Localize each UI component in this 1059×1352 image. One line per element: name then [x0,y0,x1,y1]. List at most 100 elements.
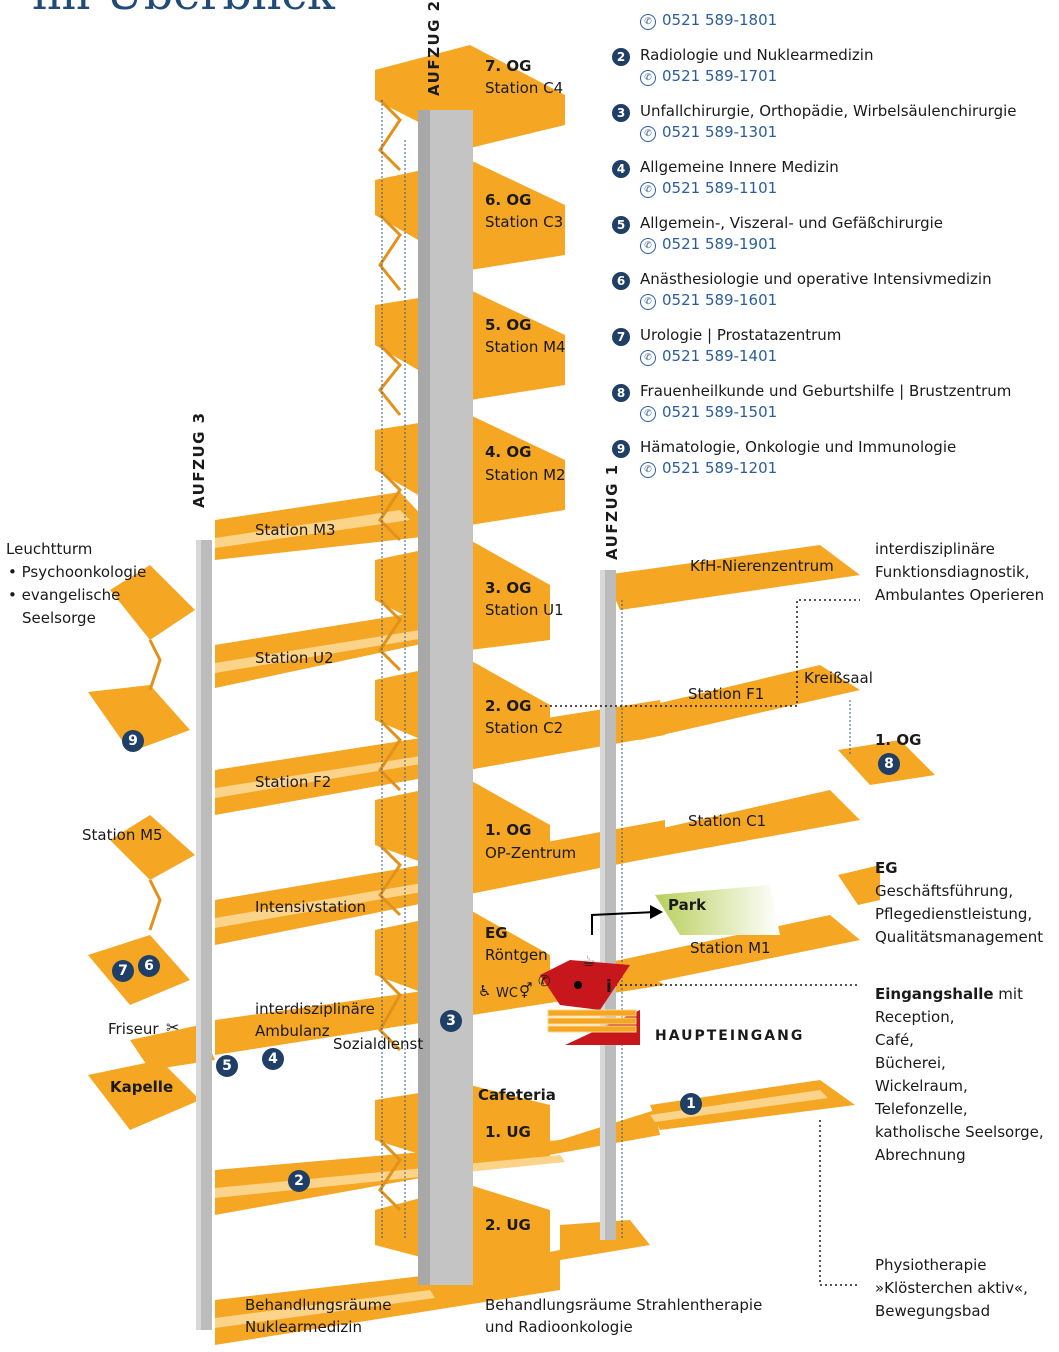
department-phone-row: ✆ 0521 589-1201 [640,459,777,478]
park-arrow [591,911,656,935]
aufzug-1-label: AUFZUG 1 [603,463,621,560]
telefonzelle: Telefonzelle, [875,1100,968,1118]
evangelische: • evangelische [8,586,121,604]
department-name: Allgemein-, Viszeral- und Gefäßchirurgie [640,214,944,232]
wc-label: WC [496,986,518,1001]
department-phone-row: ✆0521 589-1801 [640,11,777,30]
kapelle: Kapelle [110,1078,174,1096]
phone-icon: ✆ [640,350,656,366]
department-name: Urologie | Prostatazentrum [640,326,842,344]
slab-m1 [620,915,860,985]
behandlung-line2: Nuklearmedizin [245,1318,362,1336]
department-phone-row: ✆ 0521 589-1401 [640,347,777,366]
marker-8: 8 [878,753,900,775]
op-zentrum: OP-Zentrum [485,844,577,862]
station-u1: Station U1 [485,601,564,619]
department-phone: 0521 589-1501 [662,403,778,421]
department-number: 2 [612,48,630,66]
department-phone-row: ✆ 0521 589-1601 [640,291,777,310]
department-phone: 0521 589-1201 [662,459,778,477]
department-phone-row: ✆0521 589-1701 [640,67,777,86]
department-item: 3 Unfallchirurgie, Orthopädie, Wirbelsäul… [612,100,1052,156]
marker-5: 5 [216,1055,238,1077]
qualitaetsmanagement: Qualitätsmanagement [875,928,1044,946]
buecherei: Bücherei, [875,1054,946,1072]
marker-2: 2 [288,1170,310,1192]
department-phone-row: ✆ 0521 589-1501 [640,403,777,422]
department-number: 9 [612,440,630,458]
department-number: 6 [612,272,630,290]
department-phone: 0521 589-1401 [662,347,778,365]
station-f2: Station F2 [255,773,332,791]
department-phone: 0521 589-1601 [662,291,778,309]
page-title: im Überblick [32,0,335,20]
station-c4: Station C4 [485,79,564,97]
floor-7og: 7. OG [485,57,532,75]
station-m3: Station M3 [255,521,336,539]
slab-leuchtturm [110,565,195,640]
friseur: Friseur [108,1020,159,1038]
evangelische-text: evangelische [21,586,121,604]
slab-eg-right [838,865,880,905]
cafe: Café, [875,1031,914,1049]
department-name: Hämatologie, Onkologie und Immunologie [640,438,957,456]
department-number: 3 [612,104,630,122]
floor-4og: 4. OG [485,443,532,461]
marker-7: 7 [112,960,134,982]
slab-9 [88,685,190,752]
department-number: 4 [612,160,630,178]
department-number: 7 [612,328,630,346]
geschaeftsfuehrung: Geschäftsführung, [875,882,1014,900]
marker-4: 4 [262,1048,284,1070]
kfh-nierenzentrum: KfH-Nierenzentrum [690,557,834,575]
marker-6: 6 [138,955,160,977]
floor-2ug: 2. UG [485,1216,531,1234]
phone-icon: ✆ [640,14,656,30]
floor-1ug: 1. UG [485,1123,531,1141]
funktion-line1: interdisziplinäre [875,540,995,558]
station-f1: Station F1 [688,685,765,703]
eingangshalle-rest: mit [993,985,1023,1003]
toilet-people-icon: ⚥ [519,982,533,1000]
phone-icon: ✆ [640,70,656,86]
floor-6og: 6. OG [485,191,532,209]
marker-3: 3 [440,1010,462,1032]
wheelchair-icon: ♿ [478,982,492,1000]
funktion-line2: Funktionsdiagnostik, [875,563,1030,581]
department-name: Unfallchirurgie, Orthopädie, Wirbelsäule… [640,102,1017,120]
phone-icon: ✆ [640,294,656,310]
department-phone: 0521 589-1301 [662,123,778,141]
floor-eg-right: EG [875,859,898,877]
physio-line3: Bewegungsbad [875,1302,991,1320]
department-phone-row: ✆0521 589-1101 [640,179,777,198]
station-m5: Station M5 [82,826,163,844]
leuchtturm: Leuchtturm [6,540,93,558]
strahlentherapie-line2: und Radioonkologie [485,1318,633,1336]
station-m4: Station M4 [485,338,566,356]
station-c2: Station C2 [485,719,564,737]
info-icon: i [606,977,612,997]
far-left-slabs [88,565,215,1130]
park-area [655,885,780,935]
department-phone: 0521 589-1101 [662,179,778,197]
department-item: 7 Urologie | Prostatazentrum ✆ 0521 589-140… [612,324,1052,380]
phone-icon: ✆ [640,238,656,254]
phone-icon: ✆ [640,462,656,478]
department-item: 2 Radiologie und Nuklearmedizin ✆0521 589-… [612,44,1052,100]
cafe-cup-icon: ☕ [582,952,596,970]
elevator-shafts [196,110,616,1330]
department-item: 1✆0521 589-1801 [612,0,1052,44]
stairs [148,98,403,1212]
department-number: 8 [612,384,630,402]
phone-icon: ✆ [640,406,656,422]
slab-f1 [610,665,860,740]
slab-kfh [605,545,860,610]
entrance-steps [547,1009,637,1033]
leader-lines [540,599,860,1286]
department-item: 9 Hämatologie, Onkologie und Immunologie ✆… [612,436,1052,492]
department-name: Radiologie und Nuklearmedizin [640,46,874,64]
telephone-icon: ✆ [538,972,551,990]
connector-lines [381,100,851,1240]
